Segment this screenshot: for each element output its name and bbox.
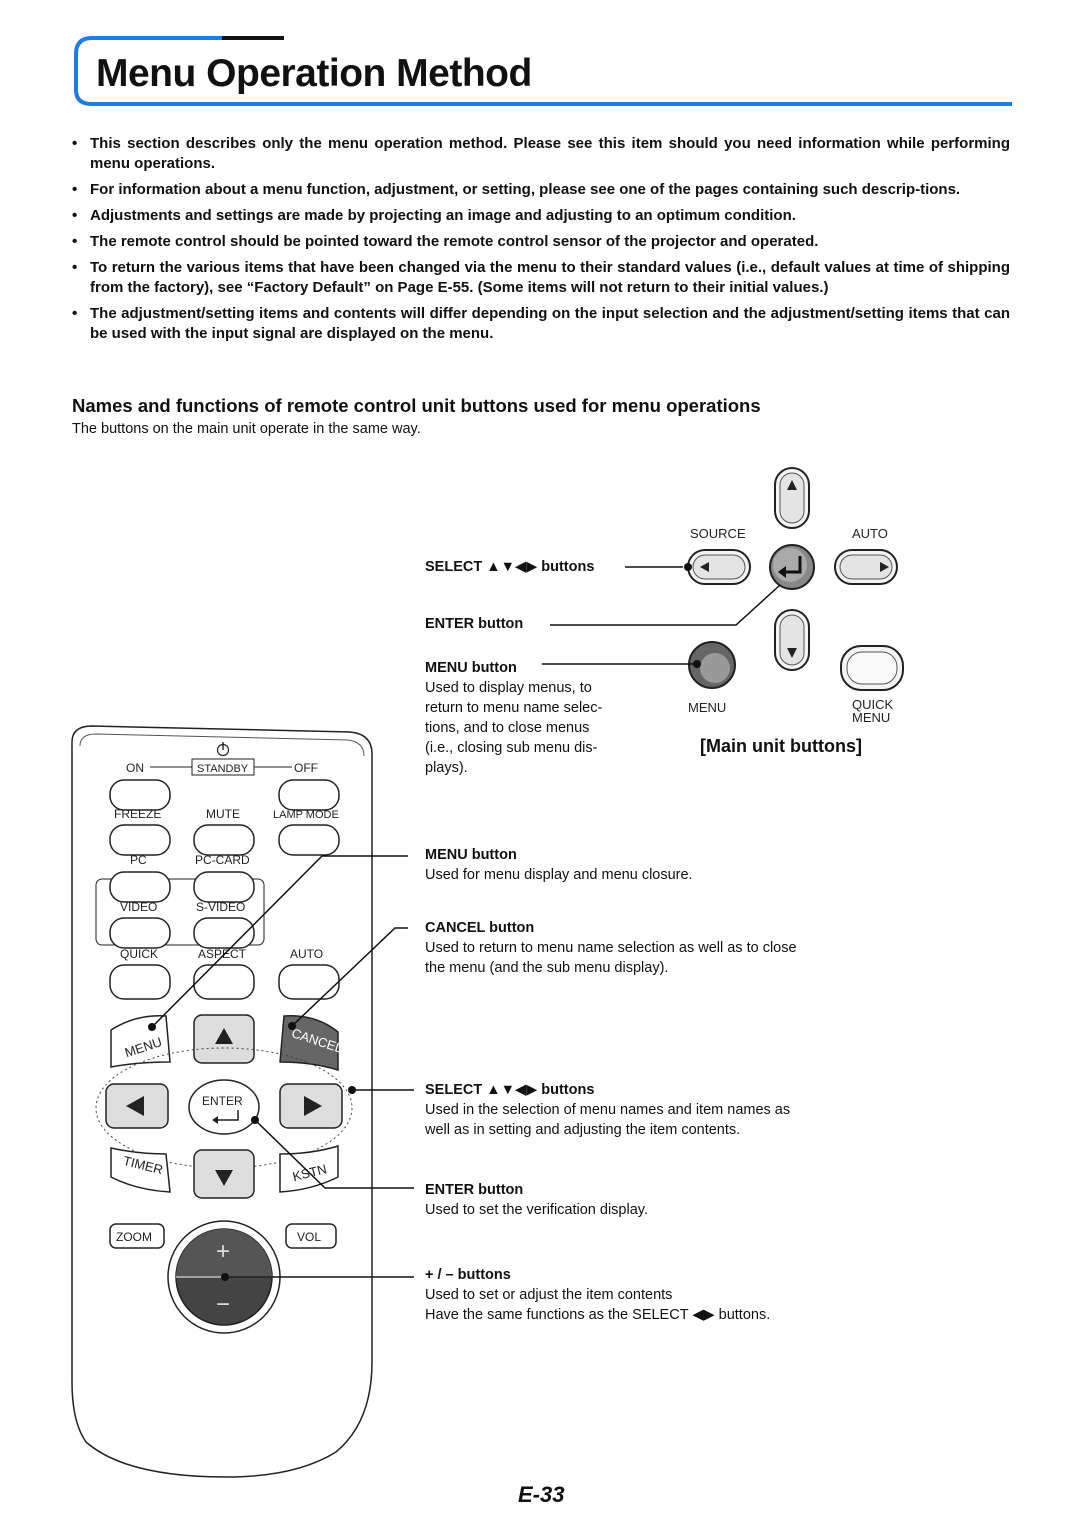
- remote-minus-label: −: [216, 1291, 230, 1318]
- down-arrow-icon: [787, 648, 797, 658]
- remote-enter-callout-desc: Used to set the verification display.: [425, 1202, 648, 1218]
- remote-lamp-mode-button[interactable]: [278, 824, 340, 856]
- remote-plusminus-callout-title: + / – buttons: [425, 1267, 511, 1283]
- remote-select-callout: SELECT ▲▼◀▶ buttons Used in the selectio…: [425, 1080, 790, 1140]
- remote-s-video-label: S-VIDEO: [196, 900, 245, 914]
- remote-timer-button[interactable]: [110, 1147, 171, 1193]
- bullet-item: •The adjustment/setting items and conten…: [72, 305, 1010, 342]
- main-unit-label: [Main unit buttons]: [700, 736, 862, 756]
- remote-auto-button[interactable]: [278, 964, 340, 1000]
- remote-auto-label: AUTO: [290, 947, 323, 961]
- remote-zoom-label: ZOOM: [116, 1230, 152, 1244]
- remote-down-arrow-icon: [215, 1170, 233, 1186]
- remote-select-desc-1: Used in the selection of menu names and …: [425, 1102, 791, 1118]
- remote-enter-button[interactable]: [188, 1079, 260, 1135]
- bullet-list: •This section describes only the menu op…: [70, 134, 1010, 350]
- remote-enter-return-icon: [216, 1110, 239, 1121]
- remote-enter-callout-title: ENTER button: [425, 1182, 524, 1198]
- remote-pc-label: PC: [130, 853, 147, 867]
- bullet-item: •To return the various items that have b…: [72, 259, 1010, 296]
- remote-zoom-button[interactable]: [109, 1223, 165, 1249]
- title-frame: [74, 36, 1012, 106]
- remote-cancel-desc-1: Used to return to menu name selection as…: [425, 940, 797, 956]
- remote-menu-callout: MENU button Used for menu display and me…: [425, 845, 693, 885]
- menu-label: MENU: [688, 700, 726, 715]
- remote-enter-callout: ENTER button Used to set the verificatio…: [425, 1180, 648, 1220]
- remote-lamp-mode-label: LAMP MODE: [273, 809, 339, 821]
- remote-vol-button[interactable]: [285, 1223, 337, 1249]
- remote-mute-button[interactable]: [193, 824, 255, 856]
- remote-quick-label: QUICK: [120, 947, 158, 961]
- remote-standby-label: STANDBY: [197, 763, 249, 775]
- section-subtext: The buttons on the main unit operate in …: [72, 421, 421, 437]
- main-enter-callout: ENTER button: [425, 616, 524, 632]
- quick-label: QUICK: [852, 697, 894, 712]
- remote-freeze-label: FREEZE: [114, 807, 161, 821]
- main-menu-desc-2: return to menu name selec-: [425, 700, 603, 716]
- remote-up-arrow-icon: [215, 1028, 233, 1044]
- up-arrow-icon: [787, 480, 797, 490]
- remote-pc-button[interactable]: [109, 871, 171, 903]
- remote-pc-card-button[interactable]: [193, 871, 255, 903]
- remote-plusminus-callout: + / – buttons Used to set or adjust the …: [425, 1265, 770, 1325]
- remote-s-video-button[interactable]: [193, 917, 255, 949]
- main-menu-callout: MENU button Used to display menus, to re…: [425, 658, 630, 778]
- remote-plus-label: +: [216, 1238, 230, 1265]
- remote-freeze-button[interactable]: [109, 824, 171, 856]
- page-title: Menu Operation Method: [96, 52, 532, 95]
- remote-cancel-callout: CANCEL button Used to return to menu nam…: [425, 918, 797, 978]
- remote-mute-label: MUTE: [206, 807, 240, 821]
- power-icon: [216, 742, 230, 757]
- remote-aspect-label: ASPECT: [198, 947, 247, 961]
- remote-on-button[interactable]: [109, 779, 171, 811]
- remote-cancel-desc-2: the menu (and the sub menu display).: [425, 960, 669, 976]
- bullet-item: •Adjustments and settings are made by pr…: [72, 207, 796, 224]
- bullet-item: •This section describes only the menu op…: [72, 135, 1010, 172]
- remote-control-diagram: ON STANDBY OFF FREEZE MUTE LAMP MODE PC …: [71, 725, 373, 1478]
- main-select-callout: SELECT ▲▼◀▶ buttons: [425, 559, 595, 575]
- section-heading: Names and functions of remote control un…: [72, 395, 761, 416]
- remote-menu-callout-desc: Used for menu display and menu closure.: [425, 867, 693, 883]
- remote-select-desc-2: well as in setting and adjusting the ite…: [425, 1122, 741, 1138]
- main-menu-desc-4: (i.e., closing sub menu dis-: [425, 740, 598, 756]
- remote-video-label: VIDEO: [120, 900, 157, 914]
- remote-off-label: OFF: [294, 761, 318, 775]
- auto-label: AUTO: [852, 526, 888, 541]
- remote-menu-callout-title: MENU button: [425, 847, 517, 863]
- main-menu-desc-5: plays).: [425, 760, 468, 776]
- main-menu-desc-3: tions, and to close menus: [425, 720, 590, 736]
- remote-on-label: ON: [126, 761, 144, 775]
- bullet-item: •The remote control should be pointed to…: [72, 233, 819, 250]
- quick-menu-label: MENU: [852, 710, 890, 725]
- source-label: SOURCE: [690, 526, 746, 541]
- remote-vol-label: VOL: [297, 1230, 321, 1244]
- remote-left-arrow-icon: [126, 1096, 144, 1116]
- bullet-item: •For information about a menu function, …: [72, 181, 961, 198]
- remote-plusminus-desc-1: Used to set or adjust the item contents: [425, 1287, 673, 1303]
- left-arrow-icon: [700, 562, 709, 572]
- remote-enter-label: ENTER: [202, 1094, 243, 1108]
- enter-return-icon: [784, 556, 802, 574]
- remote-off-button[interactable]: [278, 779, 340, 811]
- remote-cancel-callout-title: CANCEL button: [425, 920, 535, 936]
- remote-select-callout-title: SELECT ▲▼◀▶ buttons: [425, 1082, 595, 1098]
- page-number: E-33: [518, 1482, 565, 1507]
- remote-video-button[interactable]: [109, 917, 171, 949]
- remote-right-arrow-icon: [304, 1096, 322, 1116]
- remote-quick-button[interactable]: [109, 964, 171, 1000]
- remote-aspect-button[interactable]: [193, 964, 255, 1000]
- remote-plusminus-desc-2: Have the same functions as the SELECT ◀▶…: [425, 1307, 771, 1323]
- main-menu-callout-title: MENU button: [425, 660, 517, 676]
- remote-pc-card-label: PC-CARD: [195, 853, 250, 867]
- main-unit-diagram: SOURCE AUTO MENU QUICK MENU: [687, 467, 904, 725]
- main-menu-desc-1: Used to display menus, to: [425, 680, 592, 696]
- right-arrow-icon: [880, 562, 889, 572]
